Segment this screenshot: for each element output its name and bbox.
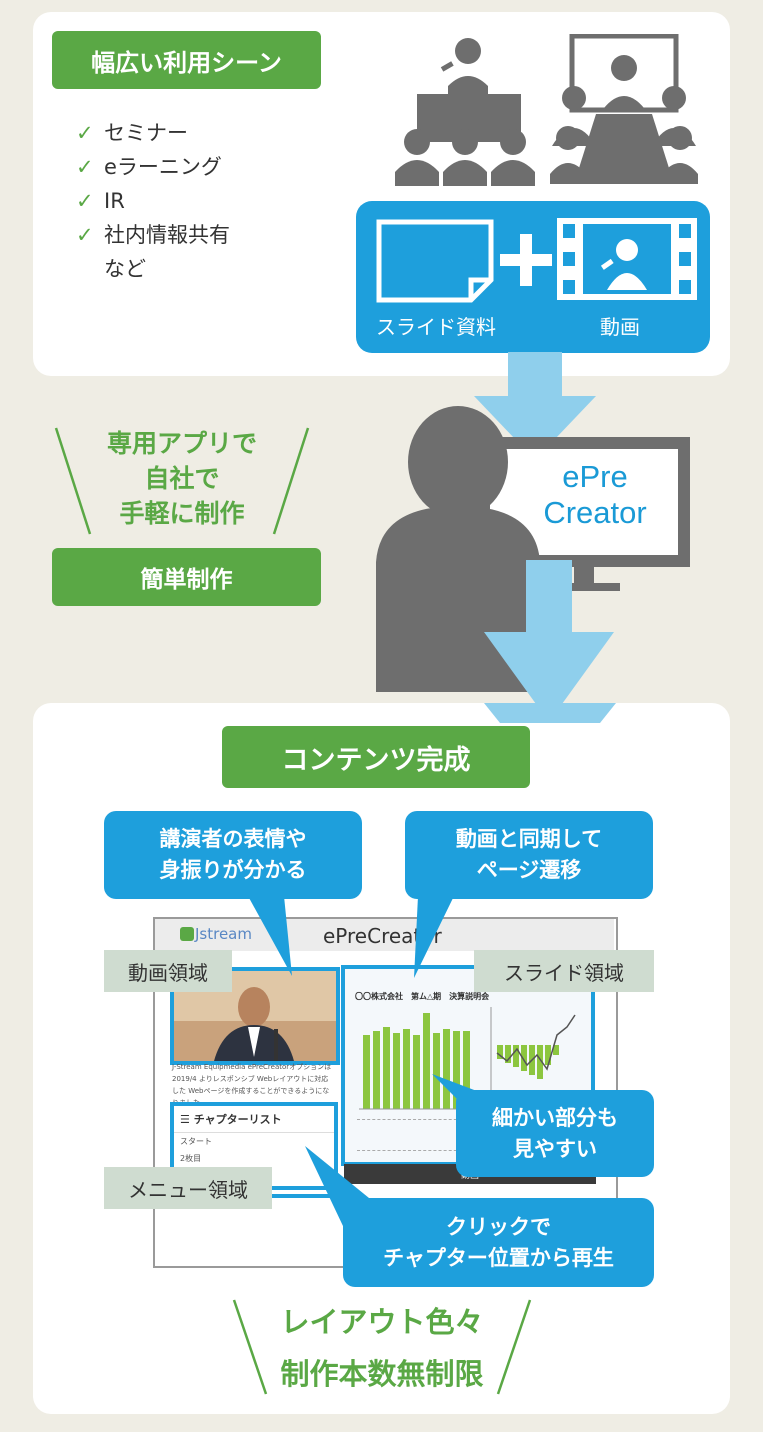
bubble-click: クリックで チャプター位置から再生 xyxy=(343,1198,654,1287)
meeting-icon xyxy=(550,34,698,184)
content-complete-badge: コンテンツ完成 xyxy=(222,726,530,788)
slide-lines xyxy=(357,1119,467,1151)
use-item: ✓eラーニング xyxy=(76,155,222,179)
chapter-item[interactable]: スタート xyxy=(180,1137,212,1146)
bubble-speaker: 講演者の表情や 身振りが分かる xyxy=(104,811,362,899)
bottom-slogan-brackets xyxy=(232,1299,532,1395)
use-item: ✓IR xyxy=(76,189,125,213)
layout-slogan: レイアウト色々 制作本数無制限 xyxy=(280,1305,484,1391)
bubble-sync: 動画と同期して ページ遷移 xyxy=(405,811,653,899)
flow-arrow-top xyxy=(474,352,596,460)
use-item: ✓セミナー xyxy=(76,121,188,145)
list-icon: ☰ xyxy=(180,1113,194,1126)
slide-heading: 〇〇株式会社 第ム△期 決算説明会 xyxy=(355,992,490,1001)
slide-label: スライド資料 xyxy=(376,315,496,339)
bubble-detail-tail xyxy=(432,1074,490,1122)
page-mock-header xyxy=(155,919,614,951)
use-item-suffix: など xyxy=(104,257,146,281)
bubble-detail: 細かい部分も 見やすい xyxy=(456,1090,654,1177)
use-scenes-badge: 幅広い利用シーン xyxy=(52,31,321,89)
bubble-sync-tail xyxy=(414,896,454,978)
slide-charts xyxy=(359,1007,576,1110)
flow-arrow-bottom xyxy=(484,560,614,722)
chapter-list-title: ☰ チャプターリスト xyxy=(174,1106,334,1133)
chapter-item[interactable]: 2枚目 xyxy=(180,1154,202,1163)
easy-make-badge: 簡単制作 xyxy=(52,548,321,606)
slogan-brackets xyxy=(54,427,310,535)
monitor-text: ePre Creator xyxy=(543,459,647,530)
jstream-logo: Jstream xyxy=(180,925,252,943)
flow-arrow-tip xyxy=(484,703,616,723)
video-label: 動画 xyxy=(600,315,640,339)
video-film-icon xyxy=(557,218,697,300)
tag-menu-area: メニュー領域 xyxy=(104,1167,272,1209)
use-scenes-list: ✓セミナー ✓eラーニング ✓IR ✓社内情報共有 など xyxy=(76,116,230,286)
tag-video-area: 動画領域 xyxy=(104,950,232,992)
plus-icon xyxy=(500,234,552,286)
menu-connector-line xyxy=(272,1186,352,1190)
use-item: ✓社内情報共有 xyxy=(76,223,230,247)
bubble-speaker-tail xyxy=(248,896,292,976)
make-slogan: 専用アプリで 自社で 手軽に制作 xyxy=(106,429,257,528)
seminar-icon xyxy=(395,38,535,186)
tag-slide-area: スライド領域 xyxy=(474,950,654,992)
slide-document-icon xyxy=(376,219,494,303)
